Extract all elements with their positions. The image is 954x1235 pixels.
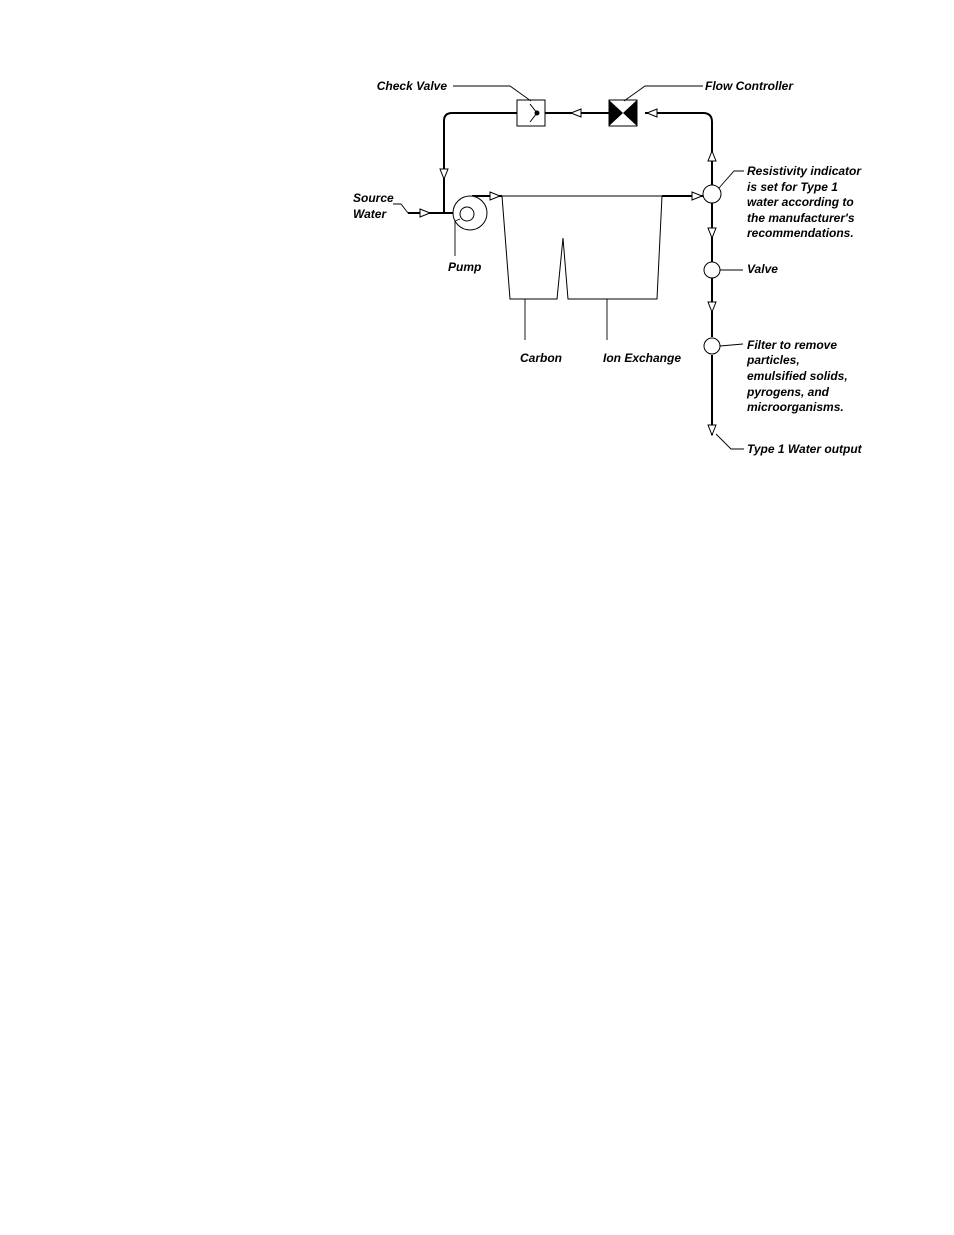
check-valve-label: Check Valve — [377, 79, 448, 93]
recirculation-pipe — [444, 113, 712, 213]
arrow-icon — [708, 302, 716, 312]
arrow-icon — [490, 192, 500, 200]
arrow-icon — [647, 109, 657, 117]
resistivity-label-line4: the manufacturer's — [747, 211, 855, 225]
flow-controller-leader — [624, 86, 703, 101]
resistivity-label-line3: water according to — [747, 195, 854, 209]
check-valve-icon — [517, 100, 545, 126]
filter-label-line2: particles, — [746, 353, 800, 367]
arrow-icon — [420, 209, 430, 217]
resistivity-label-line2: is set for Type 1 — [747, 180, 838, 194]
output-label: Type 1 Water output — [747, 442, 863, 456]
filter-label-line4: pyrogens, and — [746, 385, 830, 399]
filter-leader — [720, 344, 743, 346]
source-water-label-line1: Source — [353, 191, 394, 205]
output-leader — [716, 434, 744, 449]
arrow-icon — [708, 151, 716, 161]
resistivity-leader — [719, 171, 744, 188]
ion-exchange-label: Ion Exchange — [603, 351, 681, 365]
carbon-ion-exchange-tank — [502, 196, 662, 299]
arrow-icon — [708, 425, 716, 435]
check-valve-pivot-icon — [535, 111, 540, 116]
resistivity-indicator-icon — [703, 185, 721, 203]
resistivity-label-line5: recommendations. — [747, 226, 854, 240]
arrow-icon — [692, 192, 702, 200]
valve-icon — [704, 262, 720, 278]
source-water-label-line2: Water — [353, 207, 387, 221]
arrow-icon — [440, 169, 448, 179]
resistivity-label-line1: Resistivity indicator — [747, 164, 862, 178]
valve-label: Valve — [747, 262, 778, 276]
carbon-label: Carbon — [520, 351, 562, 365]
pump-label: Pump — [448, 260, 481, 274]
filter-label-line5: microorganisms. — [747, 400, 844, 414]
source-water-leader — [393, 204, 408, 213]
flow-controller-label: Flow Controller — [705, 79, 794, 93]
check-valve-leader — [453, 86, 531, 101]
arrow-icon — [571, 109, 581, 117]
filter-label-line1: Filter to remove — [747, 338, 837, 352]
leader-lines — [393, 86, 744, 449]
filter-icon — [704, 338, 720, 354]
pump-impeller-icon — [460, 207, 474, 221]
filter-label-line3: emulsified solids, — [747, 369, 848, 383]
arrow-icon — [708, 228, 716, 238]
